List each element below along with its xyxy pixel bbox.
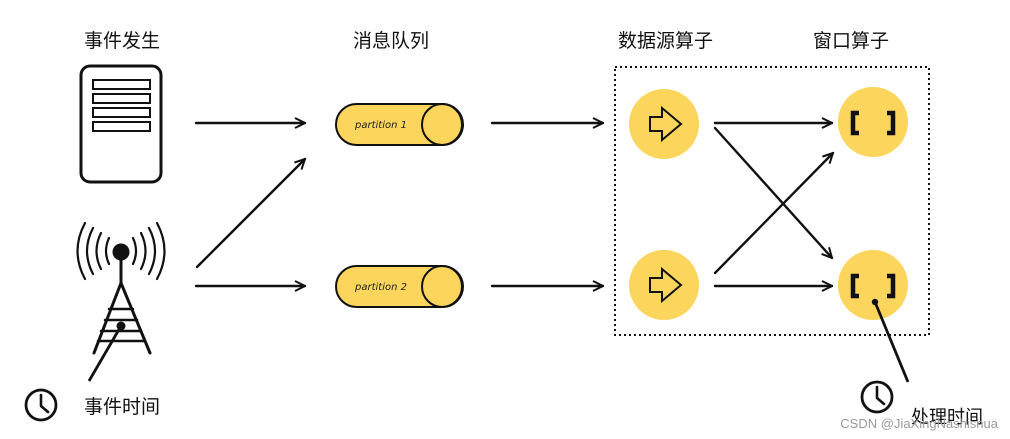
source-operator-1 bbox=[629, 89, 699, 159]
arrow-right-icon bbox=[649, 105, 683, 143]
window-operator-2 bbox=[838, 250, 908, 320]
processing-time-pointer bbox=[873, 301, 910, 383]
server-icon bbox=[79, 64, 163, 184]
heading-message-queue: 消息队列 bbox=[353, 30, 430, 52]
event-time-pointer bbox=[87, 325, 123, 382]
source-operator-2 bbox=[629, 250, 699, 320]
window-operator-1 bbox=[838, 87, 908, 157]
heading-window-operator: 窗口算子 bbox=[813, 30, 890, 52]
heading-event-occurrence: 事件发生 bbox=[84, 30, 161, 52]
partition-2-label: partition 2 bbox=[354, 282, 407, 293]
heading-source-operator: 数据源算子 bbox=[618, 30, 714, 52]
event-time-label: 事件时间 bbox=[84, 396, 161, 418]
flow-arrows bbox=[194, 123, 833, 286]
partition-1: partition 1 bbox=[335, 103, 464, 146]
watermark: CSDN @JiaXingNashishua bbox=[840, 416, 998, 431]
antenna-tower-icon bbox=[76, 221, 166, 355]
bracket-window-icon bbox=[850, 273, 859, 299]
operator-boundary bbox=[614, 66, 930, 336]
partition-2: partition 2 bbox=[335, 265, 464, 308]
partition-1-label: partition 1 bbox=[354, 120, 407, 131]
clock-icon bbox=[860, 380, 894, 414]
processing-time-label: 处理时间 bbox=[911, 407, 983, 428]
clock-icon bbox=[24, 388, 58, 422]
bracket-window-icon bbox=[850, 110, 859, 136]
arrow-right-icon bbox=[649, 266, 683, 304]
